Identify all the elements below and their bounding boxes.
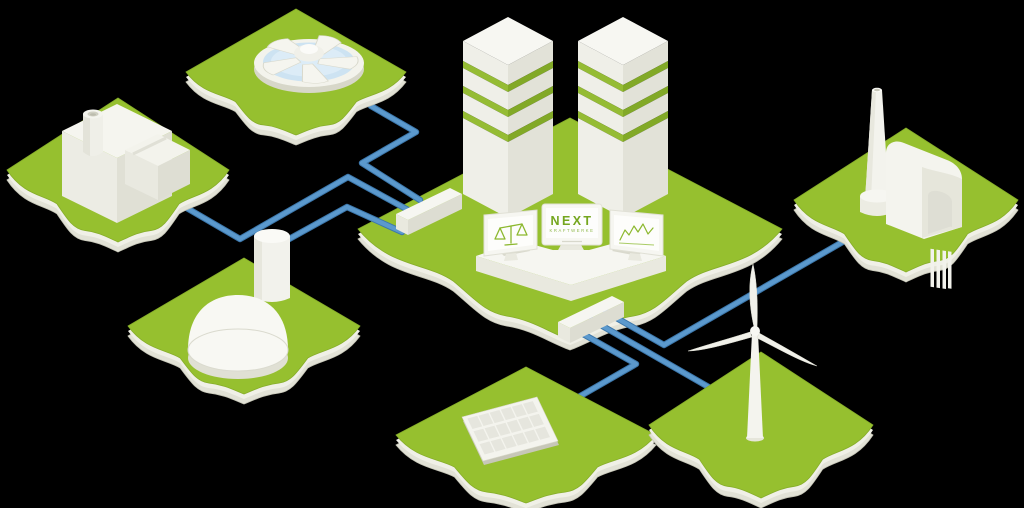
- solar-panel: [461, 396, 559, 465]
- biogas-plant-island: [127, 229, 361, 405]
- monitor-center: NEXT KRAFTWERKE: [541, 203, 603, 256]
- turbine-hub-cap: [300, 44, 318, 54]
- server-tower-right: [578, 17, 668, 218]
- connector-box-right: [558, 296, 624, 343]
- hydro-power-island: [185, 8, 407, 146]
- monitor-center-base: [552, 250, 590, 256]
- connection-wind: [589, 317, 715, 392]
- balance-scale-icon: [494, 223, 528, 246]
- connection-factory: [182, 174, 413, 242]
- logo-title: NEXT: [551, 214, 594, 228]
- control-center-platform: NEXT KRAFTWERKE: [357, 17, 783, 351]
- monitor-center-screen: [546, 208, 598, 238]
- monitor-right-screen: [614, 215, 659, 251]
- desk-front: [476, 256, 666, 301]
- turbine-blade-left: [687, 331, 753, 352]
- turbine-blade-right: [756, 332, 818, 367]
- turbine-mast: [747, 333, 763, 438]
- annex-roof-stripe: [132, 136, 167, 156]
- connection-biogas: [259, 204, 405, 257]
- monitor-right: [609, 209, 664, 261]
- connection-hydro: [359, 103, 423, 203]
- power-plant-building: [886, 141, 962, 289]
- connection-solar: [567, 327, 639, 405]
- factory-annex-front: [125, 150, 158, 200]
- biogas-silo: [254, 229, 290, 302]
- turbine-blade-top: [749, 263, 758, 328]
- factory-island: [6, 97, 230, 253]
- wind-turbine: [687, 263, 818, 442]
- factory-chimney: [83, 109, 103, 156]
- power-plant-chimney: [860, 87, 894, 216]
- connection-power-plant: [603, 237, 849, 348]
- monitor-left: [483, 209, 538, 261]
- logo-subtitle: KRAFTWERKE: [549, 228, 594, 233]
- solar-panel-island: [395, 366, 657, 508]
- factory-annex-roof: [125, 134, 190, 166]
- monitor-left-stand: [504, 253, 518, 261]
- server-tower-left: [463, 17, 553, 218]
- connector-box-left: [396, 188, 462, 235]
- turbine-hub: [750, 326, 760, 336]
- biogas-dome: [187, 295, 289, 379]
- factory-annex-side: [158, 150, 190, 200]
- connection-lines: [181, 102, 850, 406]
- building-pipes: [928, 206, 952, 289]
- wind-turbine-island: [648, 263, 874, 508]
- line-chart-icon: [618, 223, 655, 246]
- monitor-right-stand: [628, 253, 642, 261]
- power-plant-island: [793, 87, 1019, 289]
